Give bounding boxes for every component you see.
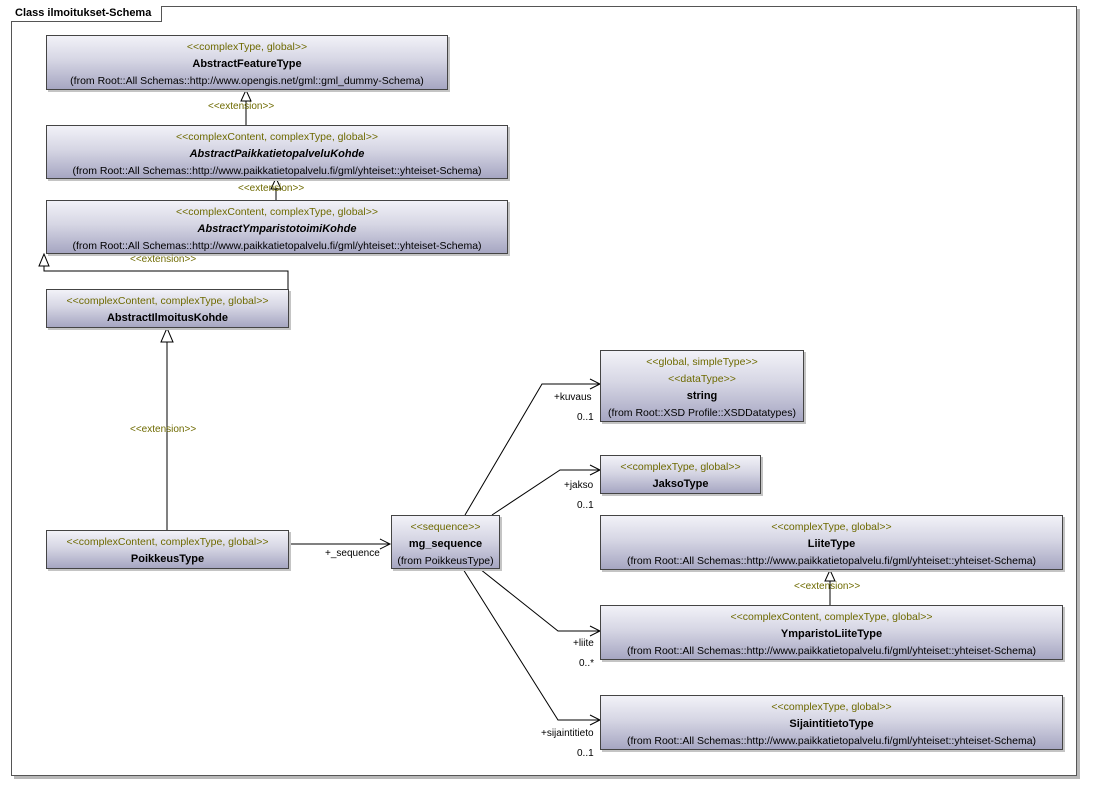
- association-role-label: +jakso: [564, 480, 594, 491]
- class-name: LiiteType: [807, 538, 856, 550]
- class-stereotype: <<complexType, global>>: [771, 701, 892, 713]
- class-sijaintitieto-type[interactable]: <<complexType, global>> SijaintitietoTyp…: [600, 695, 1063, 750]
- class-name: JaksoType: [652, 478, 709, 490]
- generalization-arrowhead: [824, 568, 836, 582]
- class-origin: (from Root::All Schemas::http://www.paik…: [72, 240, 482, 252]
- generalization-line: [43, 266, 289, 289]
- class-origin: (from Root::All Schemas::http://www.paik…: [626, 735, 1037, 747]
- class-stereotype: <<complexContent, complexType, global>>: [730, 611, 933, 623]
- class-origin: (from Root::All Schemas::http://www.paik…: [72, 165, 482, 177]
- extension-label: <<extension>>: [794, 581, 861, 592]
- association-multiplicity: 0..1: [577, 748, 594, 759]
- class-abstract-ymparistotoimi-kohde[interactable]: <<complexContent, complexType, global>> …: [46, 200, 508, 254]
- class-string[interactable]: <<global, simpleType>> <<dataType>> stri…: [600, 350, 804, 422]
- class-name: PoikkeusType: [130, 553, 205, 565]
- class-name: AbstractPaikkatietopalveluKohde: [189, 148, 365, 160]
- class-name: AbstractIlmoitusKohde: [106, 312, 228, 324]
- association-role-label: +liite: [573, 638, 594, 649]
- class-stereotype: <<sequence>>: [410, 521, 481, 533]
- class-origin: (from Root::All Schemas::http://www.paik…: [626, 645, 1037, 657]
- extension-label: <<extension>>: [130, 254, 197, 265]
- class-name: string: [686, 390, 718, 402]
- association-multiplicity: 0..1: [577, 412, 594, 423]
- class-name: AbstractFeatureType: [192, 58, 302, 70]
- extension-label: <<extension>>: [238, 183, 305, 194]
- association-multiplicity: 0..*: [579, 658, 595, 669]
- class-stereotype: <<complexType, global>>: [186, 41, 308, 53]
- generalization-arrowhead: [160, 326, 174, 343]
- association-line: [464, 383, 600, 516]
- class-stereotype: <<complexType, global>>: [771, 521, 892, 533]
- class-ymparisto-liite-type[interactable]: <<complexContent, complexType, global>> …: [600, 605, 1063, 660]
- extension-label: <<extension>>: [130, 424, 197, 435]
- class-mg-sequence[interactable]: <<sequence>> mg_sequence (from PoikkeusT…: [391, 515, 500, 569]
- extension-label: <<extension>>: [208, 101, 275, 112]
- generalization-arrowhead: [270, 176, 282, 190]
- class-name: YmparistoLiiteType: [780, 628, 883, 640]
- class-stereotype: <<complexType, global>>: [620, 461, 741, 473]
- association-multiplicity: 0..1: [577, 500, 594, 511]
- association-line: [479, 568, 600, 632]
- class-origin: (from Root::All Schemas::http://www.paik…: [626, 555, 1037, 567]
- association-arrow: [379, 538, 392, 550]
- class-abstract-paikkatietopalvelu-kohde[interactable]: <<complexContent, complexType, global>> …: [46, 125, 508, 179]
- class-poikkeus-type[interactable]: <<complexContent, complexType, global>> …: [46, 530, 289, 569]
- class-abstract-feature-type[interactable]: <<complexType, global>> AbstractFeatureT…: [46, 35, 448, 90]
- diagram-title: Class ilmoitukset-Schema: [11, 6, 163, 22]
- association-line: [462, 568, 600, 721]
- association-line: [491, 469, 600, 516]
- class-origin: (from Root::All Schemas::http://www.open…: [70, 75, 424, 87]
- class-origin: (from PoikkeusType): [397, 555, 494, 567]
- association-role-label: +_sequence: [325, 548, 380, 559]
- class-stereotype: <<dataType>>: [668, 373, 736, 385]
- class-stereotype: <<complexContent, complexType, global>>: [176, 206, 378, 218]
- class-name: SijaintitietoType: [789, 718, 874, 730]
- class-stereotype: <<complexContent, complexType, global>>: [176, 131, 378, 143]
- association-role-label: +kuvaus: [554, 392, 592, 403]
- generalization-arrowhead: [38, 252, 50, 267]
- class-stereotype: <<complexContent, complexType, global>>: [66, 295, 269, 307]
- class-stereotype: <<global, simpleType>>: [646, 356, 758, 368]
- class-name: AbstractYmparistotoimiKohde: [197, 223, 357, 235]
- class-abstract-ilmoitus-kohde[interactable]: <<complexContent, complexType, global>> …: [46, 289, 289, 328]
- class-jakso-type[interactable]: <<complexType, global>> JaksoType: [600, 455, 761, 494]
- class-liite-type[interactable]: <<complexType, global>> LiiteType (from …: [600, 515, 1063, 570]
- class-origin: (from Root::XSD Profile::XSDDatatypes): [608, 407, 796, 419]
- class-stereotype: <<complexContent, complexType, global>>: [66, 536, 269, 548]
- association-role-label: +sijaintitieto: [541, 728, 594, 739]
- class-name: mg_sequence: [408, 538, 483, 550]
- generalization-arrowhead: [240, 88, 252, 102]
